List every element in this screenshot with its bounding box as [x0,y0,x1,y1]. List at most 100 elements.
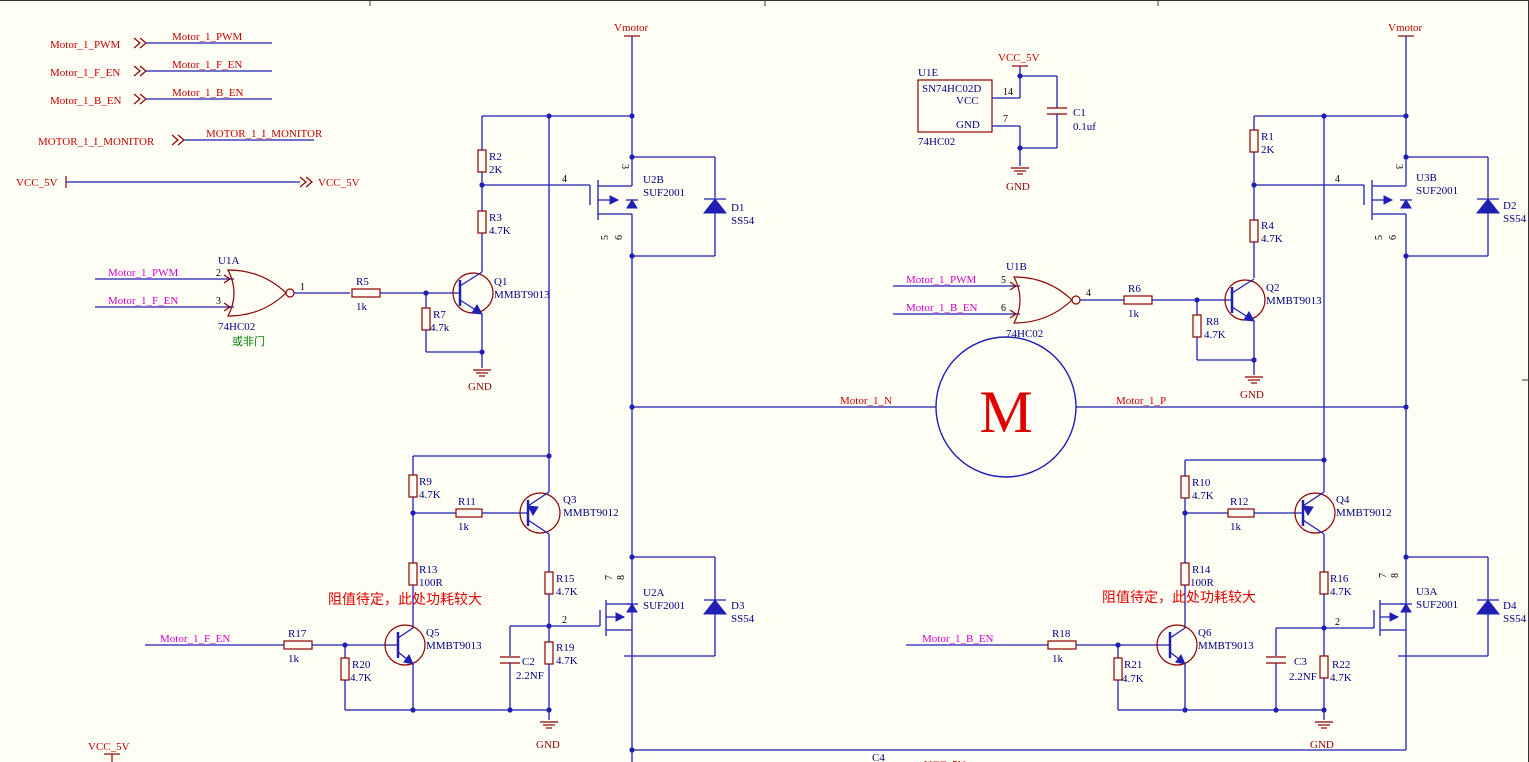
svg-text:C3: C3 [1294,656,1307,668]
svg-text:Motor_1_P: Motor_1_P [1116,395,1166,407]
svg-text:4.7K: 4.7K [556,586,578,598]
gnd-right-bottom: GND [1310,721,1334,751]
svg-text:4.7k: 4.7k [430,322,450,334]
svg-text:Q4: Q4 [1336,494,1350,506]
svg-text:R15: R15 [556,573,575,585]
svg-text:U2A: U2A [643,587,664,599]
svg-text:1k: 1k [356,301,368,313]
resistor-r14 [1180,562,1190,586]
svg-text:Motor_1_F_EN: Motor_1_F_EN [160,633,230,645]
svg-text:SS54: SS54 [731,613,755,625]
svg-text:4.7K: 4.7K [489,225,511,237]
motor-symbol: M [935,336,1077,478]
diode-d4: D4 SS54 [1475,557,1527,656]
svg-text:C2: C2 [522,656,535,668]
svg-text:1k: 1k [458,521,470,533]
svg-text:Motor_1_B_EN: Motor_1_B_EN [906,302,978,314]
svg-text:M: M [979,379,1032,445]
transistor-q1: Q1 MMBT9013 [452,271,550,315]
svg-text:U2B: U2B [643,174,664,186]
svg-text:Motor_1_PWM: Motor_1_PWM [172,31,243,43]
svg-text:4.7K: 4.7K [1204,329,1226,341]
svg-text:2: 2 [1335,617,1340,628]
svg-text:8: 8 [616,575,627,580]
transistor-q5: Q5 MMBT9013 [384,624,482,666]
svg-text:6: 6 [614,235,625,240]
svg-text:7: 7 [604,575,615,580]
svg-text:MMBT9013: MMBT9013 [1198,640,1254,652]
svg-text:GND: GND [1006,181,1030,193]
svg-text:GND: GND [1240,389,1264,401]
svg-text:MMBT9012: MMBT9012 [563,507,619,519]
svg-text:D3: D3 [731,600,745,612]
svg-text:MMBT9013: MMBT9013 [494,289,550,301]
svg-text:Q3: Q3 [563,494,577,506]
svg-text:1k: 1k [288,653,300,665]
nor-gate-u1a: U1A Motor_1_PWM Motor_1_F_EN 2 3 1 74HC0… [95,255,350,348]
svg-text:Q2: Q2 [1266,282,1279,294]
mosfet-u2a: 7 8 U2A SUF2001 [599,575,685,636]
svg-text:R20: R20 [352,659,371,671]
svg-text:6: 6 [1001,303,1006,314]
svg-text:1k: 1k [1230,521,1242,533]
svg-text:1k: 1k [1052,653,1064,665]
svg-text:R17: R17 [288,628,307,640]
svg-text:R13: R13 [419,564,438,576]
svg-text:R4: R4 [1261,220,1274,232]
transistor-q4: Q4 MMBT9012 [1294,491,1392,535]
svg-text:SUF2001: SUF2001 [643,600,685,612]
resistor-r13 [408,562,418,586]
svg-text:GND: GND [468,381,492,393]
resistor-r20 [340,657,350,681]
svg-text:MMBT9013: MMBT9013 [1266,295,1322,307]
svg-text:Motor_1_B_EN: Motor_1_B_EN [50,95,122,107]
svg-text:MMBT9013: MMBT9013 [426,640,482,652]
svg-text:VCC_5V: VCC_5V [16,177,58,189]
resistor-r9 [408,474,418,498]
resistor-r17 [283,640,313,650]
svg-text:2K: 2K [489,164,503,176]
vcc-5v-bottom-left: VCC_5V [88,741,130,762]
svg-text:R19: R19 [556,642,575,654]
resistor-r4 [1249,219,1259,243]
ic-u1e: VCC_5V U1E SN74HC02D VCC GND 74HC02 14 7… [917,52,1096,193]
svg-text:5: 5 [1001,275,1006,286]
svg-text:4: 4 [562,174,567,185]
resistor-r8 [1192,314,1202,338]
resistor-r22 [1319,655,1329,679]
svg-text:SS54: SS54 [1503,613,1527,625]
svg-text:1k: 1k [1128,308,1140,320]
svg-text:MOTOR_1_I_MONITOR: MOTOR_1_I_MONITOR [206,128,323,140]
svg-text:R22: R22 [1332,659,1350,671]
svg-text:2.2NF: 2.2NF [516,670,544,682]
svg-text:5: 5 [1374,235,1385,240]
svg-text:R2: R2 [489,151,502,163]
svg-text:VCC: VCC [956,95,979,107]
transistor-q3: Q3 MMBT9012 [519,491,619,535]
svg-text:Vmotor: Vmotor [614,22,649,34]
svg-text:4.7K: 4.7K [556,655,578,667]
svg-text:4.7K: 4.7K [1122,673,1144,685]
svg-text:阻值待定，此处功耗较大: 阻值待定，此处功耗较大 [1102,590,1256,606]
svg-text:4.7K: 4.7K [419,489,441,501]
svg-text:6: 6 [1388,235,1399,240]
svg-text:R5: R5 [356,276,369,288]
mosfet-u3a: 7 8 U3A SUF2001 [1373,573,1458,636]
svg-text:Motor_1_PWM: Motor_1_PWM [906,274,977,286]
gnd-q2: GND [1240,376,1264,401]
port-motor-1-f-en: Motor_1_F_EN Motor_1_F_EN [50,59,272,79]
svg-text:U1B: U1B [1006,261,1027,273]
svg-text:100R: 100R [419,577,444,589]
mosfet-u2b: 3 5 6 U2B SUF2001 [589,116,685,256]
svg-text:R1: R1 [1261,131,1274,143]
svg-text:2.2NF: 2.2NF [1289,671,1317,683]
svg-text:SS54: SS54 [1503,213,1527,225]
svg-text:2: 2 [562,615,567,626]
svg-text:R9: R9 [419,476,432,488]
resistor-r2 [477,149,487,173]
svg-text:VCC_5V: VCC_5V [88,741,130,753]
svg-text:7: 7 [1378,573,1389,578]
svg-text:4.7K: 4.7K [1192,490,1214,502]
svg-text:4.7K: 4.7K [1330,586,1352,598]
port-vcc-5v: VCC_5V VCC_5V [16,176,360,189]
